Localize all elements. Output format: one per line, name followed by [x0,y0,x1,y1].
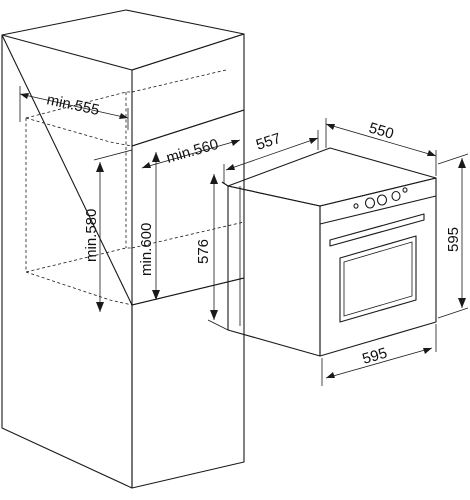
indicator-light-icon [402,187,408,193]
arrowhead [458,158,466,168]
arrowhead [210,174,218,184]
dim-line-cabinet-width [19,93,129,119]
arrowhead [96,302,104,312]
cabinet-front-lower [131,277,245,489]
door-window-inner [343,241,413,317]
oven [221,147,437,357]
extension-line [207,319,229,331]
arrowhead [142,162,151,168]
oven-control-panel [319,195,437,225]
arrowhead [427,150,436,156]
oven-trim [221,181,229,187]
label-oven-depth: 557 [254,130,283,154]
dim-line-cabinet-depth [141,139,241,169]
cabinet-top [1,9,245,71]
knob-icon [391,190,401,202]
extension-line [93,149,133,161]
arrowhead [326,124,335,130]
arrowhead [309,138,318,144]
niche-inner-bottom [25,247,132,273]
niche-top-edge [131,109,245,147]
extension-line [437,307,469,319]
door-handle-icon [329,213,425,247]
label-niche-height-front: min.580 [83,209,100,262]
oven-left-side [227,185,321,357]
oven-dimensions: 557 550 576 595 595 [195,118,469,386]
arrowhead [458,298,466,308]
arrowhead [96,162,104,172]
arrowhead [119,113,128,119]
knob-icon [376,194,388,206]
label-oven-side-height: 576 [195,239,212,264]
label-cabinet-depth: min.560 [164,136,220,167]
arrowhead [210,310,218,320]
niche-inner-back-bottom [25,271,133,306]
dim-line-oven-front-width [325,347,433,379]
arrowhead [152,290,160,300]
arrowhead [152,152,160,162]
label-oven-front-width: 595 [360,345,389,368]
indicator-light-icon [353,203,359,209]
cabinet-dimensions: min.555 min.560 min.580 min.600 [19,86,241,312]
niche-bottom-edge [131,277,245,306]
arrowhead [226,164,235,170]
arrowhead [326,372,335,378]
niche-inner-floor-line [131,221,245,249]
extension-line [437,153,469,165]
arrowhead [20,93,29,99]
label-oven-front-height: 595 [445,227,462,252]
label-niche-height-inner: min.600 [138,223,155,276]
arrowhead [231,140,240,146]
cabinet-front-upper [131,33,245,147]
knob-icon [364,197,376,209]
label-cabinet-width: min.555 [45,91,101,119]
niche-inner-ceiling-line [131,69,227,93]
dim-line-oven-top-width [325,123,437,157]
niche-inner-top [25,91,132,119]
oven-front [319,177,437,357]
niche-inner-back-top [25,117,133,147]
door-window [339,235,417,323]
dim-line-oven-depth [225,137,319,171]
arrowhead [423,348,432,354]
label-oven-top-width: 550 [367,120,396,143]
tall-cabinet [1,9,245,489]
oven-top [227,147,437,207]
